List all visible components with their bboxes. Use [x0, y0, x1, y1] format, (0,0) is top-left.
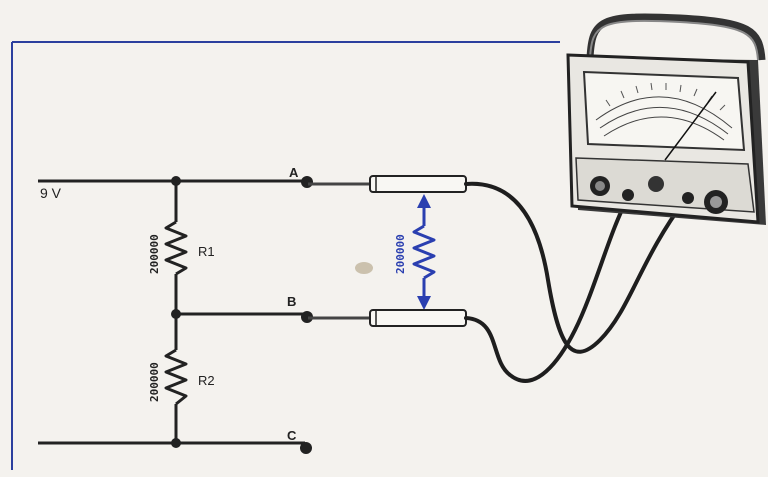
test-probe-icon: [308, 175, 467, 193]
terminal-b: [301, 311, 313, 323]
meter-resistance-value-label: 200000: [394, 234, 407, 274]
resistor-r2: [164, 348, 188, 406]
junction-dots: [171, 176, 181, 448]
r1-value-label: 200000: [148, 234, 161, 274]
supply-voltage-label: 9 V: [40, 185, 62, 201]
multimeter-icon: [566, 13, 766, 225]
terminal-a: [301, 176, 313, 188]
meter-internal-resistance: [412, 204, 436, 300]
node-a-label: A: [289, 165, 299, 180]
smudge-mark: [355, 262, 373, 274]
r2-name-label: R2: [198, 373, 215, 388]
frame-border: [11, 41, 560, 470]
r2-value-label: 200000: [148, 362, 161, 402]
terminal-c: [300, 442, 312, 454]
node-c-label: C: [287, 428, 297, 443]
test-probe-icon: [308, 309, 467, 327]
meter-resistance-arrows: [417, 194, 431, 310]
node-b-label: B: [287, 294, 296, 309]
r1-name-label: R1: [198, 244, 215, 259]
resistor-r1: [164, 220, 188, 276]
probe-leads: [464, 181, 687, 383]
